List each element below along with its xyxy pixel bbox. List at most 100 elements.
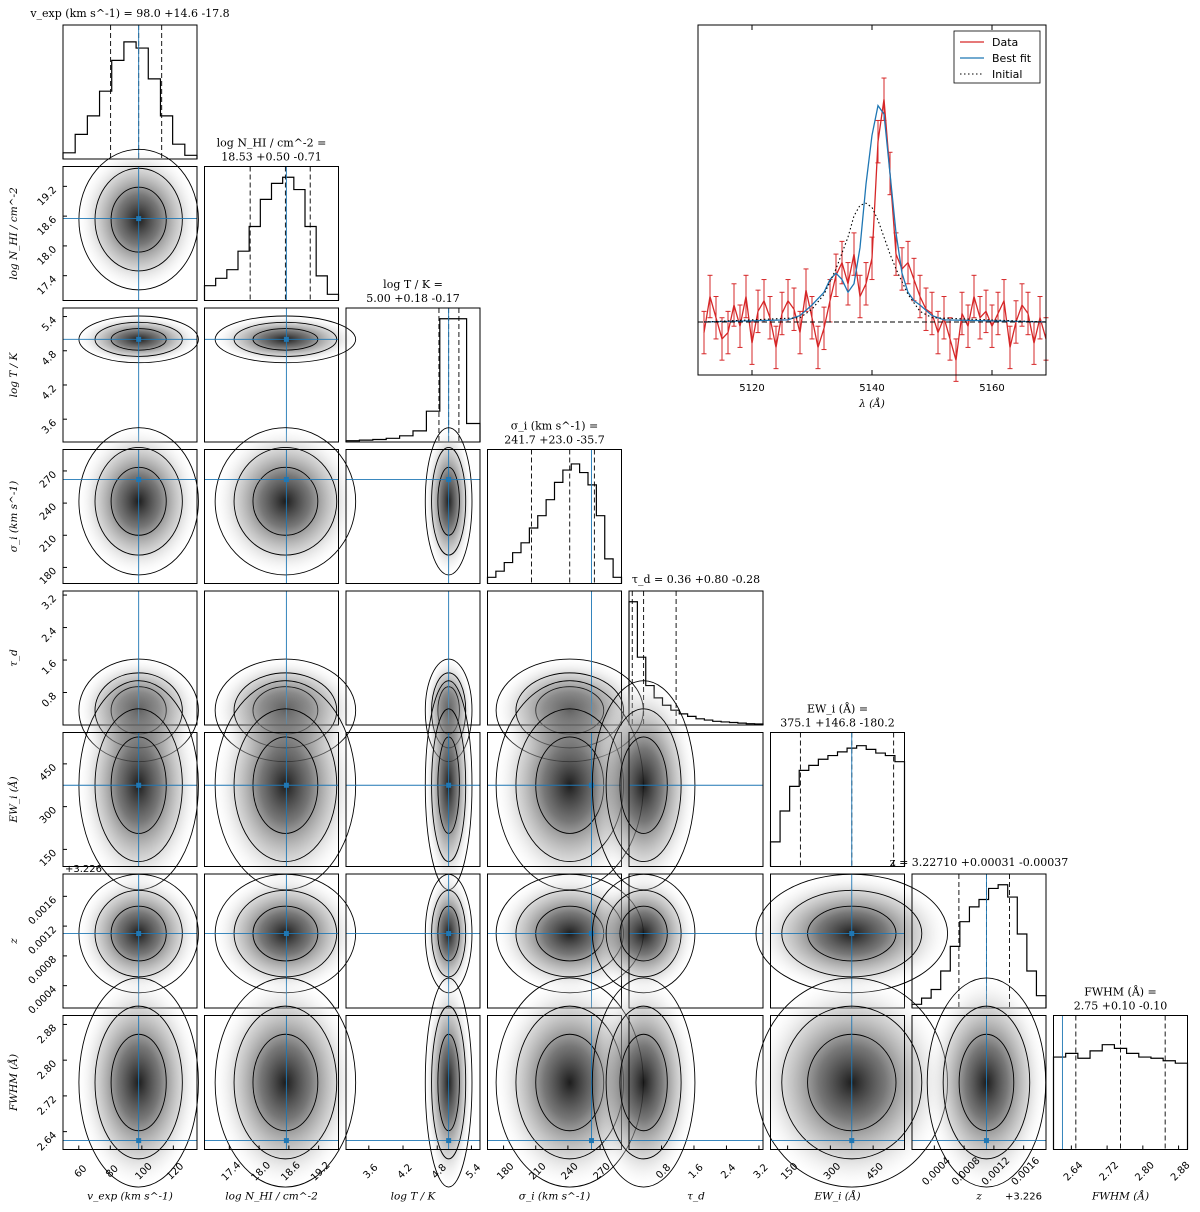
panel-frame — [204, 732, 339, 867]
y-tick-label: 2.80 — [36, 1059, 60, 1083]
panel-3-3: σ_i (km s^-1) =241.7 +23.0 -35.7 — [486, 420, 623, 584]
truth-marker — [283, 1138, 289, 1144]
y-tick-label: 2.88 — [36, 1023, 60, 1047]
panel-title: v_exp (km s^-1) = 98.0 +14.6 -17.8 — [29, 7, 229, 20]
panel-frame — [204, 449, 339, 584]
y-tick-label: 2.64 — [36, 1130, 60, 1154]
panel-frame — [345, 1015, 481, 1150]
histogram-2 — [345, 318, 481, 442]
y-tick-label: 2.4 — [40, 626, 59, 645]
x-tick-label: 4.2 — [396, 1162, 415, 1181]
x-axis-label: τ_d — [687, 1191, 705, 1203]
panel-title-line2: 375.1 +146.8 -180.2 — [780, 717, 894, 730]
y-tick-label: 0.0004 — [27, 984, 60, 1017]
y-tick-label: 270 — [38, 469, 59, 490]
truth-marker — [283, 336, 289, 342]
panel-frame — [345, 732, 481, 867]
histogram-3 — [486, 463, 623, 584]
y-axis-label: τ_d — [8, 649, 20, 667]
x-tick-label: 2.4 — [719, 1162, 738, 1181]
panel-title-line2: 18.53 +0.50 -0.71 — [221, 151, 321, 164]
contour-1 — [94, 1005, 183, 1160]
panel-title-line1: FWHM (Å) = — [1084, 985, 1157, 999]
histogram-5 — [769, 745, 906, 867]
x-tick-label: 2.80 — [1133, 1160, 1157, 1184]
histogram-1 — [203, 176, 340, 301]
panel-title-line2: 5.00 +0.18 -0.17 — [366, 292, 459, 305]
panel-title-line1: log N_HI / cm^-2 = — [217, 137, 327, 150]
x-axis-label: log T / K — [391, 1191, 437, 1203]
contour-0 — [424, 977, 473, 1188]
contour-2 — [252, 466, 319, 536]
truth-marker — [849, 931, 855, 937]
x-axis-label: FWHM (Å) — [1091, 1189, 1149, 1203]
y-tick-label: 3.2 — [40, 593, 59, 612]
x-tick-label: 2.72 — [1098, 1160, 1122, 1184]
panel-2-2: log T / K =5.00 +0.18 -0.17 — [345, 278, 481, 443]
y-tick-label: 18.6 — [36, 214, 60, 238]
spectrum-x-tick-label: 5160 — [979, 383, 1004, 394]
panel-5-6 — [755, 873, 949, 1009]
panel-title: z = 3.22710 +0.00031 -0.00037 — [890, 856, 1068, 869]
truth-marker — [136, 477, 142, 483]
x-tick-label: 5.4 — [464, 1162, 483, 1181]
truth-marker — [446, 931, 452, 937]
panel-frame — [487, 449, 622, 584]
y-tick-label: 210 — [38, 534, 59, 555]
contour-2 — [252, 1033, 319, 1132]
panel-frame — [62, 1015, 198, 1150]
panel-title: τ_d = 0.36 +0.80 -0.28 — [632, 573, 760, 586]
y-tick-label: 4.2 — [40, 383, 59, 402]
x-axis-label: z — [975, 1191, 982, 1203]
contour-0 — [78, 977, 199, 1188]
histogram-0 — [62, 41, 198, 159]
density-cloud — [215, 977, 356, 1188]
y-axis-label: σ_i (km s^-1) — [8, 481, 20, 552]
contour-0 — [214, 427, 357, 576]
y-tick-label: 0.0016 — [27, 895, 60, 928]
panel-frame — [204, 166, 339, 301]
x-tick-label: 180 — [495, 1161, 516, 1182]
truth-marker — [136, 782, 142, 788]
y-tick-label: 150 — [38, 848, 59, 869]
panel-frame — [770, 732, 905, 867]
best-fit-series — [703, 104, 1047, 323]
density-cloud — [592, 977, 695, 1188]
panel-frame — [345, 590, 481, 726]
panel-1-3 — [204, 427, 357, 584]
x-axis-label: σ_i (km s^-1) — [519, 1191, 590, 1203]
y-tick-label: 0.0012 — [27, 924, 60, 957]
y-tick-label: 2.72 — [36, 1094, 60, 1118]
truth-marker — [446, 1138, 452, 1144]
panel-1-6 — [204, 873, 357, 1009]
truth-marker — [446, 782, 452, 788]
x-axis-label: log N_HI / cm^-2 — [225, 1191, 318, 1203]
y-tick-label: 240 — [38, 501, 59, 522]
y-tick-label: 180 — [38, 566, 59, 587]
x-tick-label: 2.64 — [1062, 1160, 1086, 1184]
y-tick-label: 19.2 — [36, 185, 60, 209]
x-tick-label: 3.6 — [362, 1162, 381, 1181]
spectrum-x-tick-label: 5120 — [739, 383, 764, 394]
panel-2-5 — [345, 680, 481, 891]
y-tick-label: 1.6 — [40, 658, 59, 677]
contour-1 — [781, 1005, 923, 1160]
panel-frame — [62, 732, 198, 867]
y-tick-label: 0.0008 — [27, 954, 60, 987]
panel-4-5 — [591, 680, 764, 891]
panel-5-5: EW_i (Å) =375.1 +146.8 -180.2 — [769, 702, 906, 867]
contour-1 — [233, 1005, 338, 1160]
y-axis-label: z — [8, 938, 20, 945]
x-tick-label: 2.88 — [1169, 1160, 1193, 1184]
panel-title-line2: 2.75 +0.10 -0.10 — [1074, 1000, 1167, 1013]
truth-marker — [136, 216, 142, 222]
x-tick-label: 1.6 — [687, 1162, 706, 1181]
panel-1-5 — [204, 680, 357, 891]
contour-0 — [591, 977, 696, 1188]
truth-marker — [588, 931, 594, 937]
